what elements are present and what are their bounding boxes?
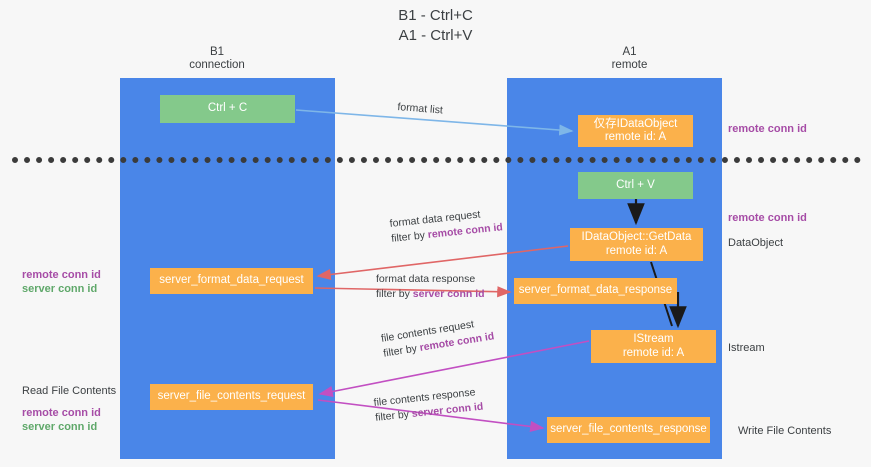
node-istream-label: IStream — [633, 333, 674, 345]
annotation-istream: Istream — [728, 342, 765, 354]
node-ctrl-v-label: Ctrl + V — [616, 178, 655, 191]
lane-header-b1-role: connection — [189, 59, 245, 71]
lane-header-b1-name: B1 — [209, 46, 225, 58]
title-line-1: B1 - Ctrl+C — [398, 7, 473, 24]
node-idataobject-getdata[interactable]: IDataObject::GetData remote id: A — [570, 228, 703, 261]
filter-prefix: filter by — [390, 229, 429, 245]
lane-header-b1: B1 connection — [152, 46, 282, 72]
edge-label-file-contents-request: file contents request filter by remote c… — [380, 314, 495, 361]
annotation-read-file-contents: Read File Contents — [22, 385, 117, 397]
annotation-dataobject: DataObject — [728, 237, 784, 249]
edge-label-format-list-text: format list — [396, 100, 444, 117]
edge-label-format-list: format list — [397, 100, 444, 119]
edge-label-format-data-request: format data request filter by remote con… — [389, 205, 504, 247]
edge-label-format-data-response: format data response filter by server co… — [376, 272, 485, 302]
annotation-left-bottom-remote: remote conn id — [22, 407, 101, 419]
annotation-left-mid-remote: remote conn id — [22, 269, 101, 281]
node-ctrl-c-label: Ctrl + C — [207, 102, 248, 115]
annotation-left-bottom: Read File Contents remote conn id server… — [22, 384, 116, 434]
node-server-format-data-request[interactable]: server_format_data_request — [150, 268, 313, 294]
annotation-right-top-remote: remote conn id — [728, 123, 807, 135]
node-idataobject[interactable]: 仅存IDataObject remote id: A — [578, 115, 693, 147]
node-server-file-contents-response[interactable]: server_file_contents_response — [547, 417, 710, 443]
edge-label-file-contents-response: file contents response filter by server … — [373, 385, 484, 426]
filter-prefix: filter by — [376, 288, 413, 300]
annotation-left-bottom-server: server conn id — [22, 421, 98, 433]
phase-divider — [12, 157, 861, 163]
annotation-right-mid-remote: remote conn id — [728, 212, 807, 224]
node-ctrl-v[interactable]: Ctrl + V — [578, 172, 693, 199]
node-istream-sub: remote id: A — [622, 346, 685, 359]
edge-label-format-data-response-filter: filter by server conn id — [376, 287, 485, 302]
filter-key-server-conn-id: server conn id — [412, 288, 485, 300]
edge-label-format-data-response-text: format data response — [376, 273, 476, 285]
annotation-write-file-contents: Write File Contents — [738, 425, 832, 437]
lane-header-a1-name: A1 — [622, 46, 637, 58]
node-server-format-data-request-label: server_format_data_request — [159, 274, 304, 287]
lane-header-a1-role: remote — [611, 59, 648, 71]
node-getdata-sub: remote id: A — [605, 244, 668, 257]
node-ctrl-c[interactable]: Ctrl + C — [160, 95, 295, 123]
node-server-format-data-response[interactable]: server_format_data_response — [514, 278, 677, 304]
title-line-2: A1 - Ctrl+V — [398, 27, 473, 44]
filter-prefix: filter by — [374, 408, 413, 424]
node-istream[interactable]: IStream remote id: A — [591, 330, 716, 363]
node-server-file-contents-response-label: server_file_contents_response — [550, 423, 707, 436]
lane-header-a1: A1 remote — [552, 46, 707, 72]
page-title: B1 - Ctrl+C A1 - Ctrl+V — [0, 6, 871, 46]
annotation-left-mid: remote conn id server conn id — [22, 268, 101, 296]
annotation-left-mid-server: server conn id — [22, 283, 98, 295]
node-server-format-data-response-label: server_format_data_response — [518, 284, 673, 297]
node-getdata-label: IDataObject::GetData — [581, 231, 692, 243]
node-idataobject-sub: remote id: A — [604, 131, 667, 143]
node-server-file-contents-request[interactable]: server_file_contents_request — [150, 384, 313, 410]
node-idataobject-label: 仅存IDataObject — [593, 117, 678, 130]
node-server-file-contents-request-label: server_file_contents_request — [157, 390, 306, 403]
